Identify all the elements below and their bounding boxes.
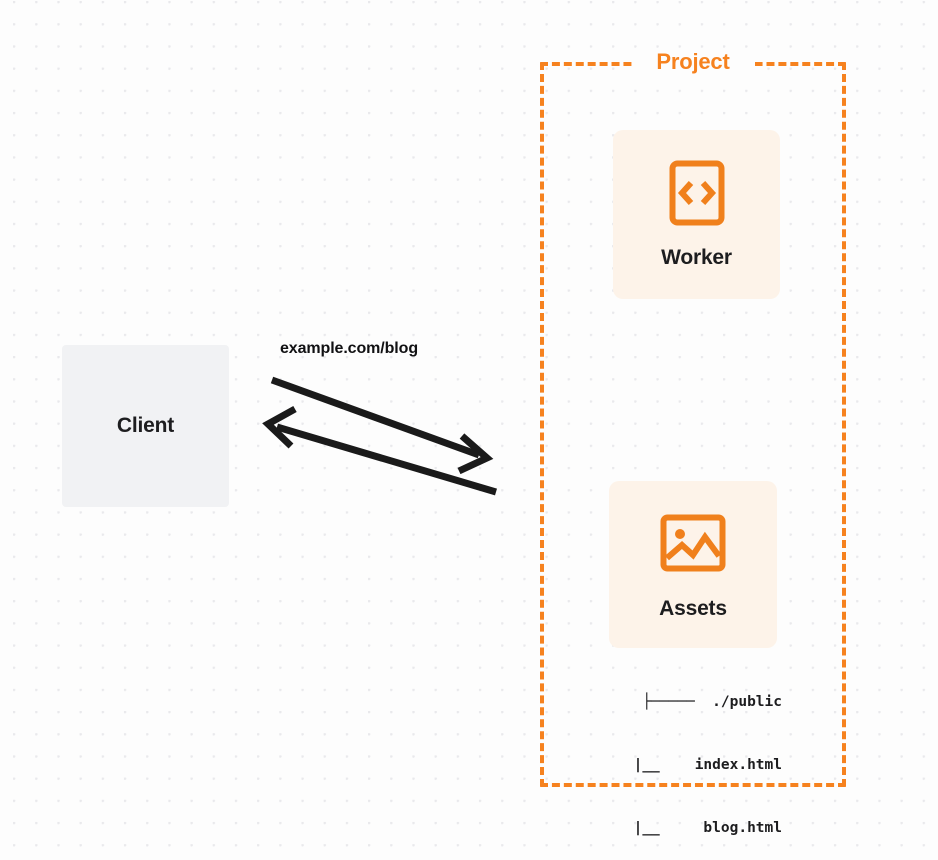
client-label: Client	[116, 414, 175, 437]
code-brackets-icon	[669, 160, 725, 231]
request-arrow	[270, 376, 494, 475]
project-label: Project	[656, 49, 730, 74]
asset-file-tree: ├───── ./public |__ index.html |__ blog.…	[560, 650, 782, 860]
image-icon	[660, 514, 726, 577]
tree-row: |__ index.html	[633, 757, 782, 773]
response-arrow	[262, 405, 497, 496]
client-node: Client	[62, 345, 229, 507]
worker-label: Worker	[661, 246, 732, 269]
project-label-backdrop	[633, 54, 755, 71]
worker-node[interactable]: Worker	[613, 130, 780, 299]
assets-node[interactable]: Assets	[609, 481, 777, 648]
connection-label: example.com/blog	[280, 340, 418, 357]
tree-row: ├───── ./public	[642, 694, 782, 710]
tree-row: |__ blog.html	[633, 820, 782, 836]
assets-label: Assets	[659, 597, 727, 620]
